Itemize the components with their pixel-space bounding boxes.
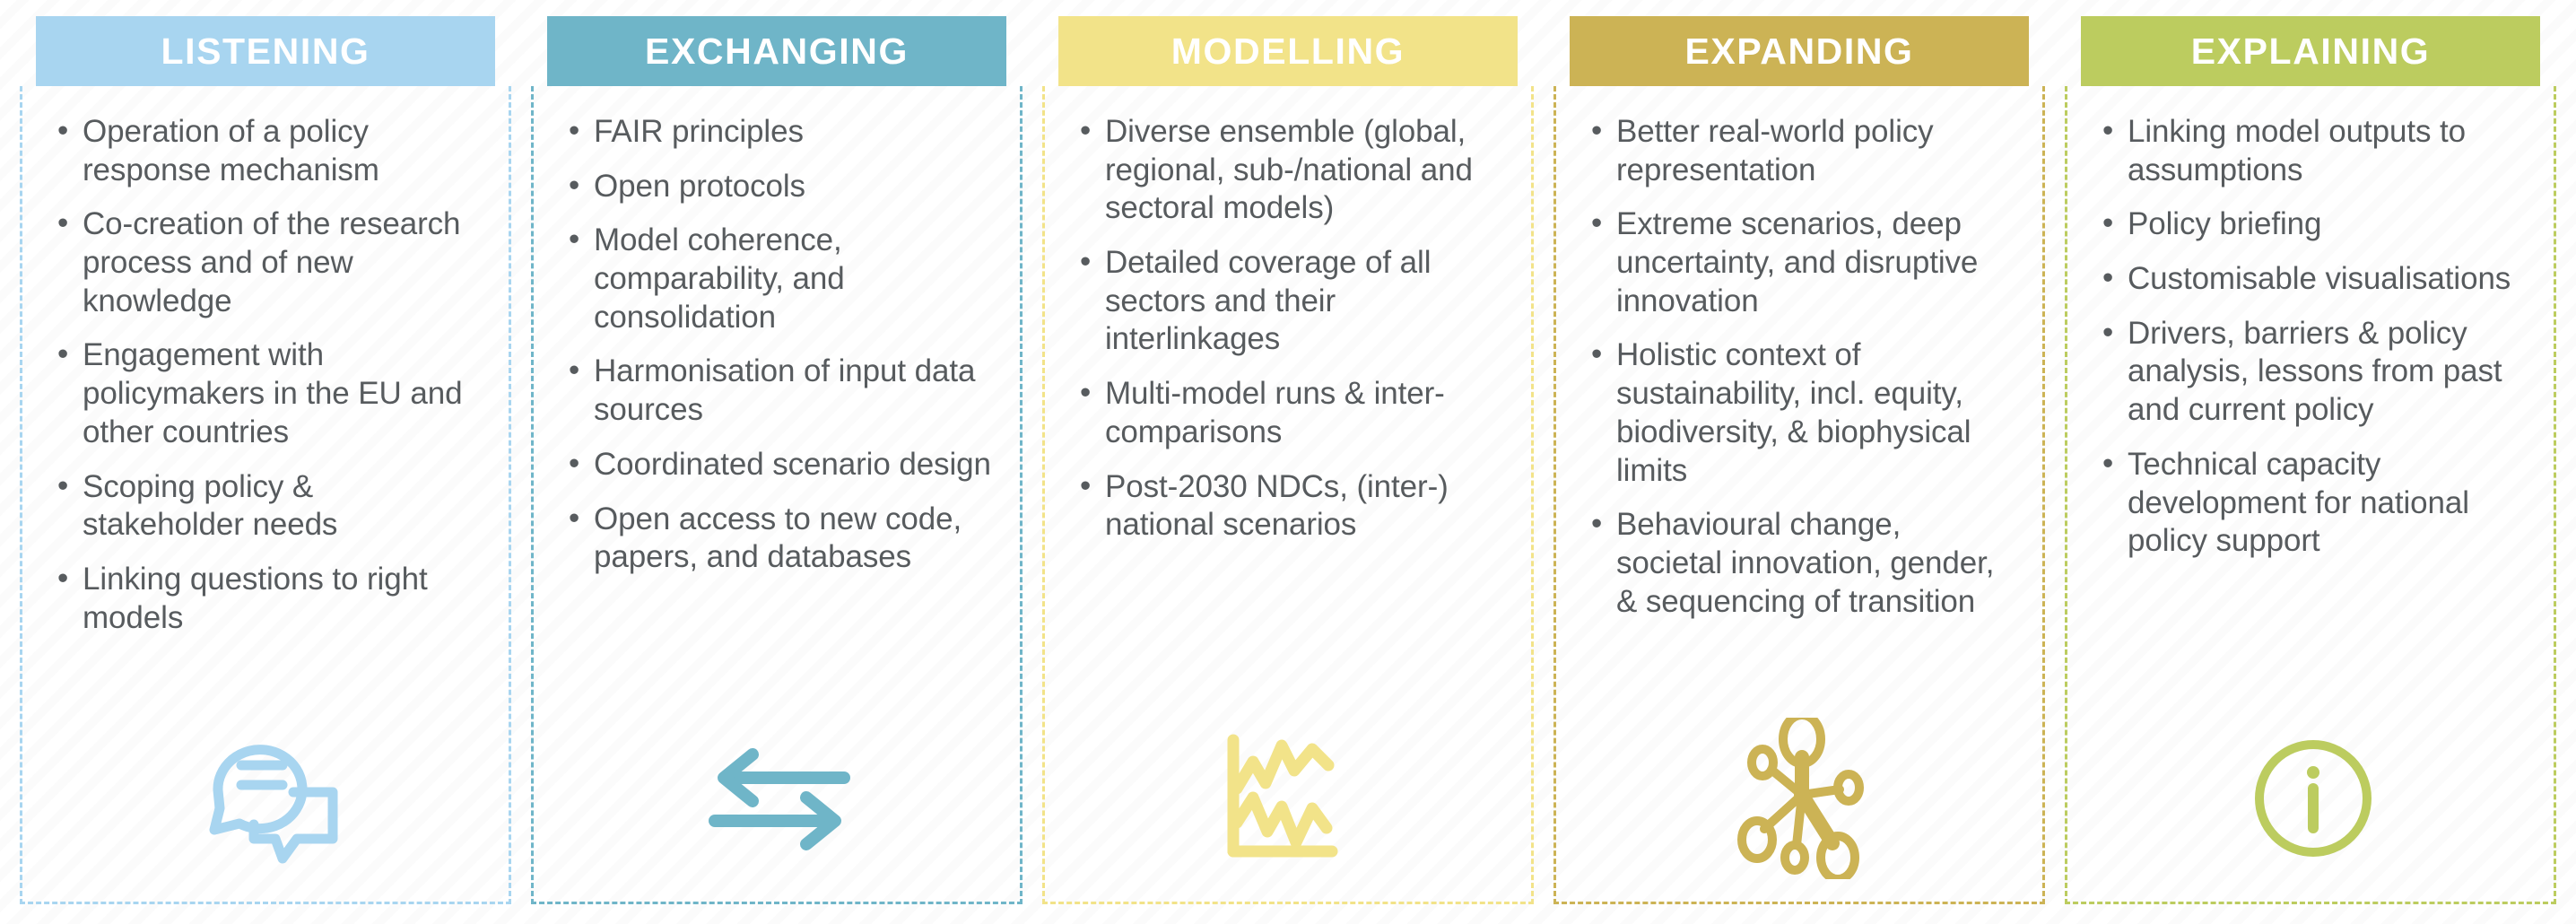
bullet-item: Scoping policy & stakeholder needs: [56, 466, 481, 545]
speech-bubbles-icon: [56, 739, 481, 910]
bullet-list: Better real-world policy representationE…: [1589, 112, 2015, 637]
bullet-list: Linking model outputs to assumptionsPoli…: [2101, 112, 2526, 577]
column-body: Diverse ensemble (global, regional, sub-…: [1042, 86, 1534, 910]
pillar-column-modelling: MODELLING Diverse ensemble (global, regio…: [1042, 7, 1534, 910]
column-body: Better real-world policy representationE…: [1553, 86, 2045, 910]
bullet-list: Diverse ensemble (global, regional, sub-…: [1078, 112, 1503, 561]
bullet-item: Customisable visualisations: [2101, 259, 2526, 299]
bullet-list: Operation of a policy response mechanism…: [56, 112, 481, 653]
column-header-modelling: MODELLING: [1058, 16, 1518, 86]
pillar-column-explaining: EXPLAINING Linking model outputs to assum…: [2065, 7, 2556, 910]
bullet-list: FAIR principlesOpen protocolsModel coher…: [567, 112, 992, 593]
bullet-item: Extreme scenarios, deep uncertainty, and…: [1589, 205, 2015, 320]
bullet-item: Model coherence, comparability, and cons…: [567, 221, 992, 336]
column-body: FAIR principlesOpen protocolsModel coher…: [531, 86, 1023, 910]
column-header-expanding: EXPANDING: [1570, 16, 2029, 86]
network-nodes-icon: [1589, 718, 2015, 910]
bullet-item: Coordinated scenario design: [567, 445, 992, 484]
bullet-item: Linking model outputs to assumptions: [2101, 112, 2526, 189]
column-header-listening: LISTENING: [36, 16, 495, 86]
pillar-column-expanding: EXPANDING Better real-world policy repres…: [1553, 7, 2045, 910]
bullet-item: Holistic context of sustainability, incl…: [1589, 336, 2015, 490]
line-chart-icon: [1078, 734, 1503, 910]
bullet-item: Policy briefing: [2101, 205, 2526, 244]
bullet-item: Post-2030 NDCs, (inter-) national scenar…: [1078, 466, 1503, 545]
bullet-item: Diverse ensemble (global, regional, sub-…: [1078, 112, 1503, 228]
bullet-item: Engagement with policymakers in the EU a…: [56, 336, 481, 451]
column-header-explaining: EXPLAINING: [2081, 16, 2540, 86]
bullet-item: Detailed coverage of all sectors and the…: [1078, 243, 1503, 359]
bullet-item: Open access to new code, papers, and dat…: [567, 499, 992, 577]
exchange-arrows-icon: [567, 739, 992, 910]
bullet-item: Linking questions to right models: [56, 560, 481, 637]
bullet-item: Multi-model runs & inter-comparisons: [1078, 374, 1503, 451]
bullet-item: Operation of a policy response mechanism: [56, 112, 481, 189]
info-circle-icon: [2101, 739, 2526, 910]
column-body: Operation of a policy response mechanism…: [20, 86, 511, 910]
bullet-item: FAIR principles: [567, 112, 992, 152]
pillar-column-exchanging: EXCHANGING FAIR principlesOpen protocolsM…: [531, 7, 1023, 910]
bullet-item: Harmonisation of input data sources: [567, 352, 992, 429]
pillar-column-listening: LISTENING Operation of a policy response …: [20, 7, 511, 910]
bullet-item: Co-creation of the research process and …: [56, 205, 481, 320]
bullet-item: Open protocols: [567, 167, 992, 206]
column-body: Linking model outputs to assumptionsPoli…: [2065, 86, 2556, 910]
column-header-exchanging: EXCHANGING: [547, 16, 1006, 86]
bullet-item: Technical capacity development for natio…: [2101, 445, 2526, 561]
bullet-item: Drivers, barriers & policy analysis, les…: [2101, 314, 2526, 430]
bullet-item: Behavioural change, societal innovation,…: [1589, 505, 2015, 621]
bullet-item: Better real-world policy representation: [1589, 112, 2015, 189]
